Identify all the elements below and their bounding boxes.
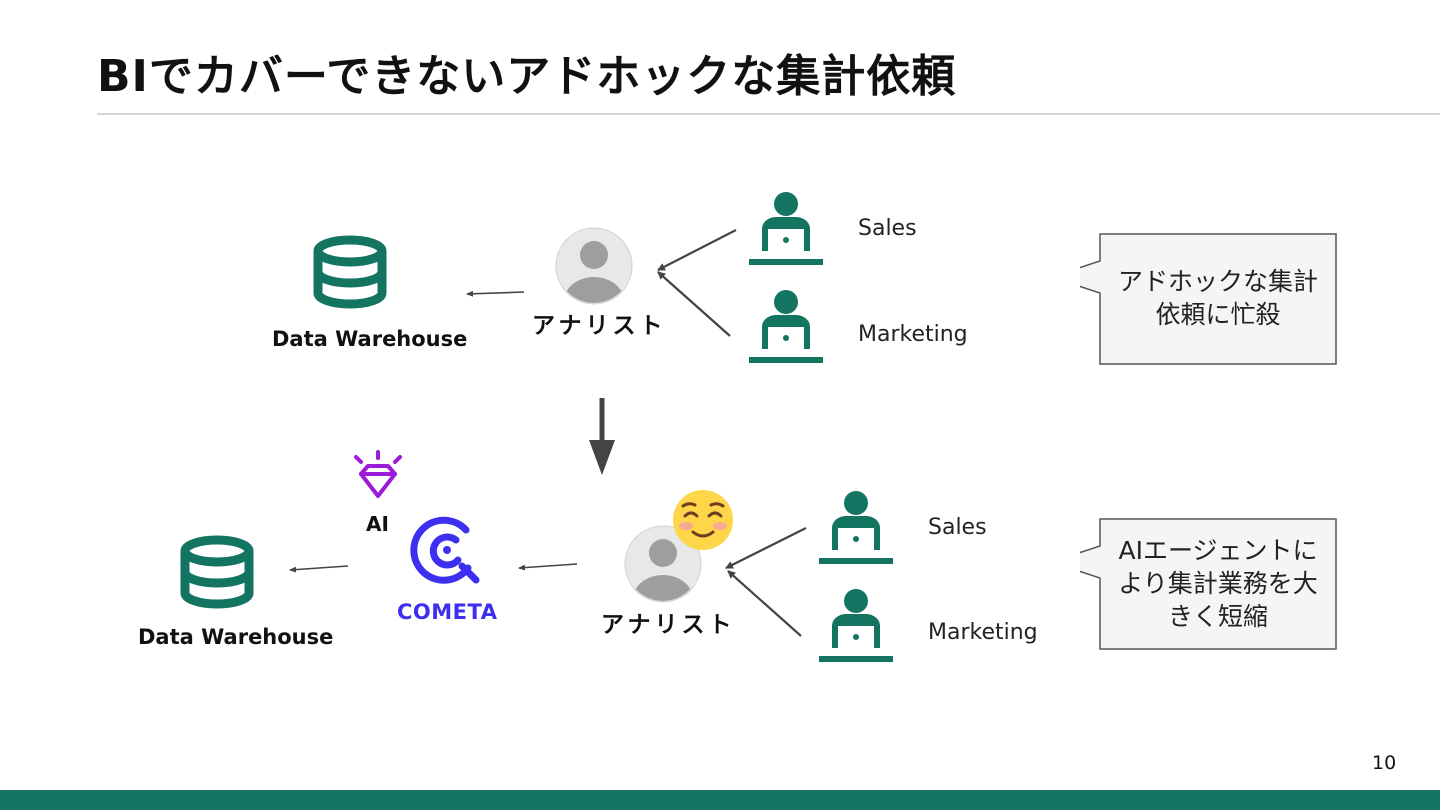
person-laptop-icon (749, 192, 823, 265)
arrow-sales-to-analyst-after (725, 527, 807, 569)
callout-bubble (1080, 233, 1337, 365)
title-divider (97, 113, 1440, 115)
analyst-label: アナリスト (601, 612, 736, 638)
arrow-marketing-to-analyst-after (727, 570, 802, 637)
ai-label: AI (366, 512, 389, 536)
requester-label-sales: Sales (858, 216, 917, 241)
arrow-analyst-to-warehouse (466, 290, 525, 297)
footer-bar (0, 790, 1440, 810)
database-icon (313, 235, 387, 309)
person-laptop-icon (819, 491, 893, 564)
cometa-label: COMETA (397, 600, 498, 624)
requester-label-sales: Sales (928, 515, 987, 540)
arrow-analyst-to-cometa (518, 563, 578, 571)
slide-title: BIでカバーできないアドホックな集計依頼 (97, 51, 957, 102)
callout-text: アドホックな集計依頼に忙殺 (1117, 267, 1318, 329)
callout-text: AIエージェントにより集計業務を大きく短縮 (1118, 535, 1318, 631)
gem-icon (354, 450, 402, 498)
arrow-marketing-to-analyst (657, 271, 731, 337)
requester-label-marketing: Marketing (928, 620, 1038, 645)
user-avatar-icon (555, 227, 633, 305)
page-number: 10 (1372, 752, 1397, 774)
arrow-cometa-to-warehouse (289, 565, 349, 573)
database-icon (180, 535, 254, 609)
arrow-sales-to-analyst (657, 229, 737, 271)
analyst-label: アナリスト (532, 313, 667, 339)
smiling-face-icon (673, 490, 733, 550)
callout-bubble (1080, 518, 1337, 650)
requester-label-marketing: Marketing (858, 322, 968, 347)
person-laptop-icon (819, 589, 893, 662)
callout-after: AIエージェントにより集計業務を大きく短縮 (1080, 518, 1366, 650)
person-laptop-icon (749, 290, 823, 363)
cometa-logo-icon (410, 516, 480, 584)
warehouse-label: Data Warehouse (138, 625, 334, 649)
warehouse-label: Data Warehouse (272, 327, 468, 351)
user-avatar-icon (624, 525, 702, 603)
callout-before: アドホックな集計依頼に忙殺 (1080, 233, 1366, 365)
down-arrow-head (589, 440, 615, 475)
